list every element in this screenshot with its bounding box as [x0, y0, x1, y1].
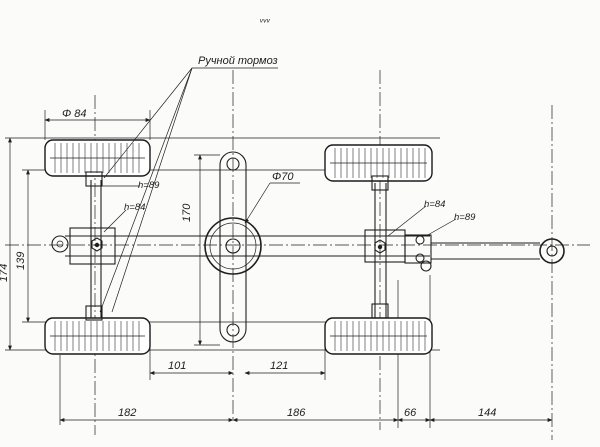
drawbar-eye-hole [546, 245, 558, 257]
wheel-tread [334, 148, 426, 178]
center-bracket-top-hole [226, 157, 240, 171]
dim-wheel-diameter-label: Φ 84 [62, 108, 87, 120]
note-left-lower-leader [103, 209, 127, 233]
note-right-upper-leader [387, 205, 427, 237]
dim-bottom-144-label: 144 [478, 407, 496, 419]
right-lower-bracket [371, 303, 389, 319]
dim-disc-diameter-label: Φ70 [272, 171, 294, 183]
left-hub-nut [91, 237, 103, 252]
wheel-tread [54, 321, 140, 351]
left-hub [51, 227, 116, 265]
brake-callout-label: Ручной тормоз [198, 55, 278, 67]
wheel-rear-right [324, 317, 433, 355]
note-right-lower: h=89 [454, 212, 476, 223]
dim-span-121-label: 121 [270, 360, 288, 372]
drawbar [431, 238, 565, 264]
top-mark: ᵥᵥᵥ [260, 14, 271, 25]
hitch-clevis [404, 234, 432, 264]
brake-leader-2 [111, 67, 193, 313]
wheel-tread [54, 143, 140, 173]
right-upper-bracket [371, 175, 389, 191]
left-pivot-eye [51, 235, 69, 253]
center-lines [5, 70, 590, 440]
dim-bottom-186-label: 186 [287, 407, 306, 419]
center-disc-inner-ring [209, 222, 257, 270]
center-assembly [204, 151, 262, 343]
wheel-rear-left [44, 317, 151, 355]
right-hub-nut [374, 239, 386, 254]
left-upper-bracket [85, 171, 103, 187]
dim-height-outer-label: 174 [0, 264, 10, 282]
wheel-front-right [324, 144, 433, 182]
center-disc [204, 217, 262, 275]
dimensions: Φ 84 170 139 174 Φ70 101 121 182 186 66 … [0, 108, 553, 422]
center-bracket-bottom-hole [226, 323, 240, 337]
note-right-upper: h=84 [424, 199, 445, 210]
brake-leader-3 [99, 67, 193, 313]
dim-bottom-66-label: 66 [404, 407, 417, 419]
dim-disc-leader [244, 182, 271, 224]
dim-height-center-label: 170 [181, 203, 193, 222]
center-bracket [219, 151, 247, 343]
dim-span-101-label: 101 [168, 360, 186, 372]
right-hub [364, 229, 432, 272]
height-notes: h=89 h=84 h=84 h=89 [102, 180, 476, 237]
note-right-lower-leader [425, 218, 457, 237]
note-left-lower: h=84 [124, 202, 145, 213]
dim-height-inner-label: 139 [15, 252, 27, 270]
left-lower-bracket [85, 305, 103, 321]
brake-callout: Ручной тормоз [99, 55, 278, 313]
brake-leader-1 [103, 67, 193, 179]
drawbar-eye [539, 238, 565, 264]
dim-bottom-182-label: 182 [118, 407, 136, 419]
wheels [44, 139, 433, 355]
wheel-tread [334, 321, 426, 351]
note-left-upper: h=89 [138, 180, 160, 191]
wheel-front-left [44, 139, 151, 177]
center-disc-hub [225, 238, 241, 254]
